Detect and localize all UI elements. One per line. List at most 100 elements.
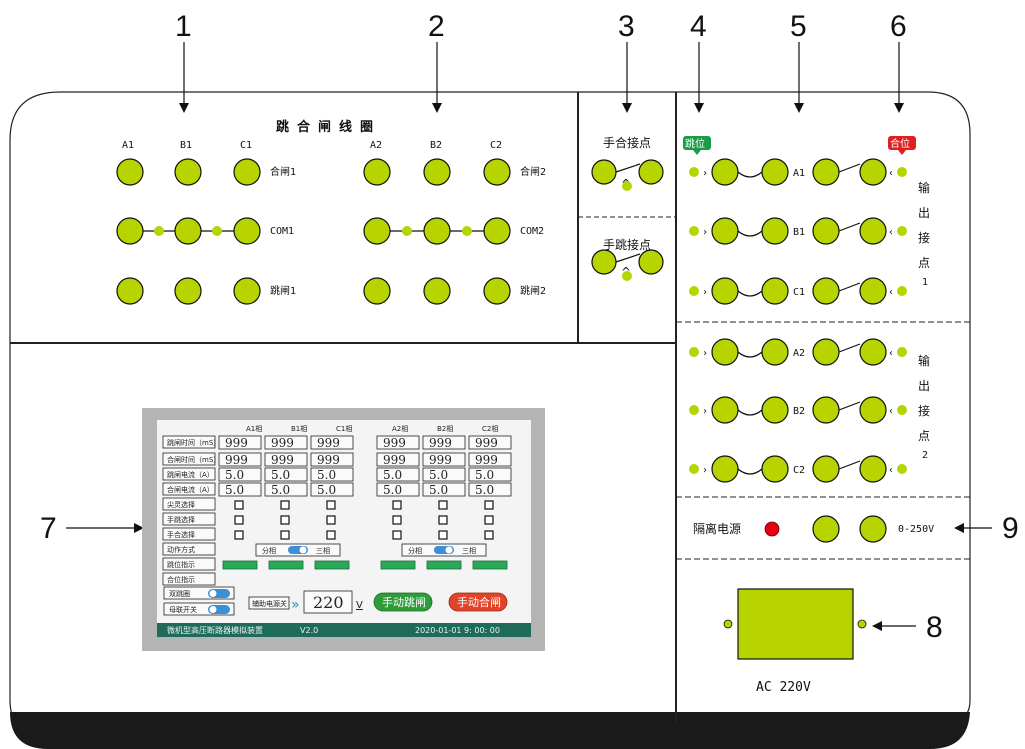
- checkbox[interactable]: [234, 515, 244, 525]
- terminal-b1-com[interactable]: [174, 217, 202, 245]
- terminal-a2-trip[interactable]: [363, 277, 391, 305]
- terminal[interactable]: [711, 158, 739, 186]
- value-field[interactable]: [218, 467, 262, 482]
- terminal-a2-close[interactable]: [363, 158, 391, 186]
- terminal-a1-close[interactable]: [116, 158, 144, 186]
- value-field[interactable]: [376, 435, 420, 450]
- value-field[interactable]: [218, 435, 262, 450]
- terminal[interactable]: [859, 277, 887, 305]
- terminal[interactable]: [761, 217, 789, 245]
- row-label-button[interactable]: [162, 527, 216, 541]
- row-label-button[interactable]: [162, 557, 216, 571]
- terminal-c2-trip[interactable]: [483, 277, 511, 305]
- aux-power-switch[interactable]: [248, 596, 290, 610]
- terminal-b1-trip[interactable]: [174, 277, 202, 305]
- row-label-button[interactable]: [162, 497, 216, 511]
- value-field[interactable]: [218, 482, 262, 497]
- checkbox[interactable]: [438, 500, 448, 510]
- manual-close-button[interactable]: [448, 592, 508, 612]
- value-field[interactable]: [264, 482, 308, 497]
- terminal-c2-com[interactable]: [483, 217, 511, 245]
- terminal-a1-com[interactable]: [116, 217, 144, 245]
- checkbox[interactable]: [326, 530, 336, 540]
- terminal[interactable]: [761, 338, 789, 366]
- checkbox[interactable]: [392, 500, 402, 510]
- terminal[interactable]: [761, 158, 789, 186]
- checkbox[interactable]: [484, 515, 494, 525]
- terminal[interactable]: [711, 455, 739, 483]
- row-label-button[interactable]: [162, 435, 216, 449]
- value-field[interactable]: [264, 467, 308, 482]
- row-label-button[interactable]: [162, 512, 216, 526]
- terminal[interactable]: [812, 277, 840, 305]
- value-field[interactable]: [264, 452, 308, 467]
- terminal-b2-com[interactable]: [423, 217, 451, 245]
- terminal-c2-close[interactable]: [483, 158, 511, 186]
- checkbox[interactable]: [234, 530, 244, 540]
- terminal[interactable]: [761, 277, 789, 305]
- terminal-b1-close[interactable]: [174, 158, 202, 186]
- terminal[interactable]: [711, 338, 739, 366]
- row-label-button[interactable]: [162, 572, 216, 586]
- checkbox[interactable]: [280, 515, 290, 525]
- terminal[interactable]: [711, 396, 739, 424]
- checkbox[interactable]: [438, 515, 448, 525]
- terminal[interactable]: [859, 396, 887, 424]
- terminal[interactable]: [812, 158, 840, 186]
- terminal[interactable]: [812, 396, 840, 424]
- terminal-c1-trip[interactable]: [233, 277, 261, 305]
- ac-socket[interactable]: [737, 588, 854, 660]
- terminal[interactable]: [812, 338, 840, 366]
- terminal[interactable]: [859, 158, 887, 186]
- terminal[interactable]: [761, 396, 789, 424]
- terminal-b2-trip[interactable]: [423, 277, 451, 305]
- value-field[interactable]: [422, 452, 466, 467]
- terminal-manual-trip-1[interactable]: [591, 249, 617, 275]
- terminal-manual-trip-2[interactable]: [638, 249, 664, 275]
- power-terminal-positive[interactable]: [812, 515, 840, 543]
- row-label-button[interactable]: [162, 467, 216, 481]
- terminal-b2-close[interactable]: [423, 158, 451, 186]
- terminal-a1-trip[interactable]: [116, 277, 144, 305]
- value-field[interactable]: [468, 452, 512, 467]
- terminal-manual-close-1[interactable]: [591, 159, 617, 185]
- terminal-a2-com[interactable]: [363, 217, 391, 245]
- terminal[interactable]: [812, 217, 840, 245]
- terminal[interactable]: [859, 338, 887, 366]
- terminal-manual-close-2[interactable]: [638, 159, 664, 185]
- checkbox[interactable]: [392, 530, 402, 540]
- terminal-c1-close[interactable]: [233, 158, 261, 186]
- checkbox[interactable]: [234, 500, 244, 510]
- terminal[interactable]: [711, 277, 739, 305]
- value-field[interactable]: [376, 467, 420, 482]
- checkbox[interactable]: [326, 515, 336, 525]
- value-field[interactable]: [422, 482, 466, 497]
- checkbox[interactable]: [326, 500, 336, 510]
- checkbox[interactable]: [392, 515, 402, 525]
- row-label-button[interactable]: [162, 452, 216, 466]
- value-field[interactable]: [422, 467, 466, 482]
- value-field[interactable]: [468, 435, 512, 450]
- manual-trip-button[interactable]: [373, 592, 433, 612]
- value-field[interactable]: [468, 482, 512, 497]
- value-field[interactable]: [264, 435, 308, 450]
- checkbox[interactable]: [484, 530, 494, 540]
- value-field[interactable]: [468, 467, 512, 482]
- value-field[interactable]: [376, 452, 420, 467]
- value-field[interactable]: [310, 435, 354, 450]
- row-label-button[interactable]: [162, 482, 216, 496]
- value-field[interactable]: [376, 482, 420, 497]
- checkbox[interactable]: [280, 530, 290, 540]
- value-field[interactable]: [310, 452, 354, 467]
- terminal[interactable]: [859, 455, 887, 483]
- checkbox[interactable]: [438, 530, 448, 540]
- checkbox[interactable]: [280, 500, 290, 510]
- value-field[interactable]: [310, 467, 354, 482]
- terminal[interactable]: [761, 455, 789, 483]
- value-field[interactable]: [310, 482, 354, 497]
- voltage-field[interactable]: [303, 590, 353, 614]
- terminal[interactable]: [812, 455, 840, 483]
- terminal-c1-com[interactable]: [233, 217, 261, 245]
- power-terminal-negative[interactable]: [859, 515, 887, 543]
- terminal[interactable]: [711, 217, 739, 245]
